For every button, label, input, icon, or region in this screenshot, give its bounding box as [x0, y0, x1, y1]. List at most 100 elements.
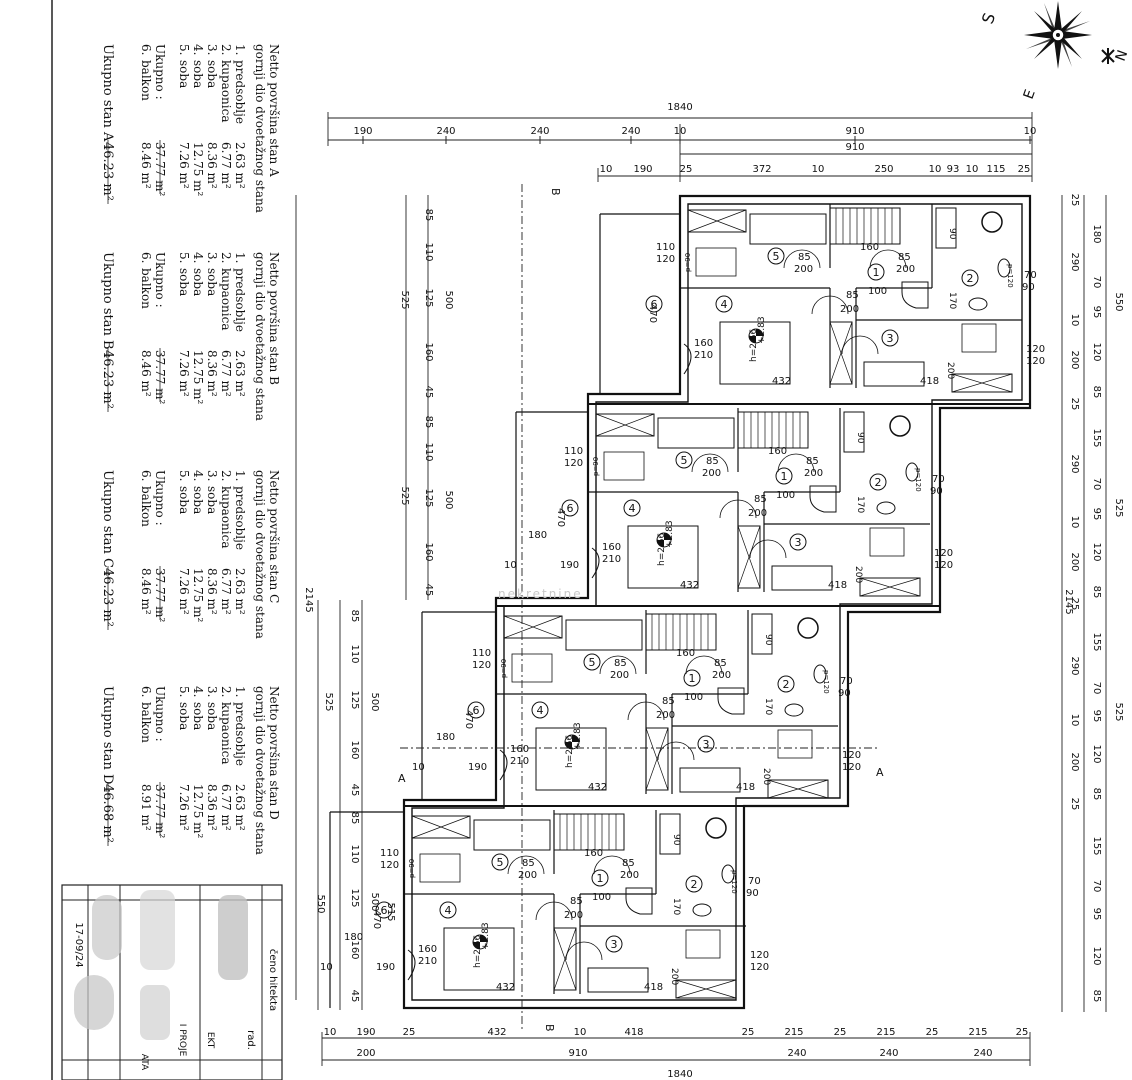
- dim-right-col1: 200: [1069, 752, 1080, 771]
- door-dim: 200: [702, 468, 721, 479]
- door-dim: 90: [838, 688, 851, 699]
- dim-left-inner: 160: [423, 542, 434, 561]
- legend-row-area: 7.26 m²: [177, 784, 191, 831]
- dim-left-inner: 110: [423, 242, 434, 261]
- door-dim: 90: [746, 888, 759, 899]
- dim-left-inner: 125: [349, 690, 360, 709]
- door-dim: 200: [804, 468, 823, 479]
- door-dim: 110: [564, 446, 583, 457]
- dim-left-inner: 85: [423, 416, 434, 429]
- legend-row-name: kupaonica: [219, 268, 233, 331]
- legend-row-no: 5.: [177, 252, 191, 263]
- door-dim: 210: [602, 554, 621, 565]
- dim-left-inner: 110: [349, 844, 360, 863]
- ceiling-height: +2.83: [665, 520, 675, 548]
- legend-row-name: soba: [205, 60, 219, 88]
- dim-right-col1: 200: [1069, 350, 1080, 369]
- room-width: 418: [644, 982, 663, 993]
- room-width: 432: [772, 376, 791, 387]
- door-dim: 210: [694, 350, 713, 361]
- wall-dim: 200: [853, 566, 863, 583]
- dim-right-col2: 180: [1091, 224, 1102, 243]
- section-b-top: B: [549, 188, 562, 196]
- door-dim: 200: [840, 304, 859, 315]
- legend-total-label: Ukupno stan A :: [100, 44, 115, 150]
- dim-left-inner: 45: [423, 386, 434, 399]
- stair-icon: [553, 813, 625, 851]
- legend-row-no: 2.: [219, 470, 233, 481]
- door-dim: 200: [748, 508, 767, 519]
- dim-top-row4: 10: [966, 164, 979, 175]
- dim-left-inner: 125: [349, 888, 360, 907]
- legend-row-area: 7.26 m²: [177, 142, 191, 189]
- door-dim: 110: [380, 848, 399, 859]
- door-dim: 200: [564, 910, 583, 921]
- dim-bottom-row1: 418: [624, 1027, 643, 1038]
- dim-left-inner: 110: [423, 442, 434, 461]
- wall-dim: 170: [671, 898, 681, 915]
- dim-right-col2: 95: [1091, 710, 1102, 723]
- door-dim: 85: [798, 252, 811, 263]
- door-dim: 120: [934, 548, 953, 559]
- dim-left-500: 500: [443, 290, 454, 309]
- room-number: 4: [445, 904, 452, 917]
- room-number: 5: [773, 250, 780, 263]
- room-number: 5: [681, 454, 688, 467]
- balcony-dim: 190: [468, 762, 487, 773]
- legend-row-name: kupaonica: [219, 60, 233, 123]
- balcony-dim: 470: [463, 710, 474, 729]
- dim-right-col1: 25: [1069, 798, 1080, 811]
- door-dim: 70: [748, 876, 761, 887]
- dim-bottom-row1: 432: [487, 1027, 506, 1038]
- room-number: 2: [875, 476, 882, 489]
- legend-row-no: 3.: [205, 686, 219, 697]
- dim-right-col1: 25: [1069, 398, 1080, 411]
- door-dim: 85: [570, 896, 583, 907]
- dim-left-525: 525: [399, 486, 410, 505]
- door-dim: 200: [896, 264, 915, 275]
- section-b-bottom: B: [543, 1024, 556, 1032]
- title-fragment-5: ATA: [139, 1054, 149, 1071]
- title-date: 17-09/24: [73, 922, 84, 967]
- door-dim: 85: [806, 456, 819, 467]
- desk-icon: [419, 853, 721, 959]
- section-a-left: A: [398, 772, 406, 785]
- room-number: 3: [703, 738, 710, 751]
- legend-row-no: 2.: [219, 252, 233, 263]
- door-dim: 120: [656, 254, 675, 265]
- legend-row-area: 8.36 m²: [205, 568, 219, 615]
- dim-right-col2: 120: [1091, 542, 1102, 561]
- room-number: 4: [721, 298, 728, 311]
- stair-icon: [645, 613, 717, 651]
- door-dim: 85: [614, 658, 627, 669]
- wall-dim: 170: [763, 698, 773, 715]
- room-number: 5: [589, 656, 596, 669]
- legend-title: Netto površina stan D: [267, 686, 281, 820]
- door-dim: 85: [898, 252, 911, 263]
- dim-right-col2: 85: [1091, 788, 1102, 801]
- dim-bottom-row1: 25: [926, 1027, 939, 1038]
- door-icon: [591, 453, 815, 579]
- legend-row-area: 2.63 m²: [233, 784, 247, 831]
- dim-left-inner: 85: [349, 610, 360, 623]
- legend-total-label: Ukupno stan C :: [100, 470, 115, 576]
- stair-icon: [829, 207, 901, 245]
- room-number: 1: [781, 470, 788, 483]
- legend-row-no: 2.: [219, 686, 233, 697]
- dim-right-col2: 70: [1091, 478, 1102, 491]
- legend-row-name: kupaonica: [219, 702, 233, 765]
- door-dim: 200: [610, 670, 629, 681]
- room-width: 418: [736, 782, 755, 793]
- dim-right-col1: 290: [1069, 252, 1080, 271]
- legend-balcony-value: 8.46 m²: [139, 568, 153, 615]
- dim-top-row4: 93: [947, 164, 960, 175]
- legend-row-no: 4.: [191, 686, 205, 697]
- room-number: 3: [795, 536, 802, 549]
- legend-row-name: soba: [177, 60, 191, 88]
- dim-bottom-row2: 240: [973, 1048, 992, 1059]
- balcony-dim: 180: [436, 732, 455, 743]
- compass-rose-icon: [1024, 1, 1092, 69]
- legend-row-name: soba: [177, 702, 191, 730]
- balcony-dim: 180: [344, 932, 363, 943]
